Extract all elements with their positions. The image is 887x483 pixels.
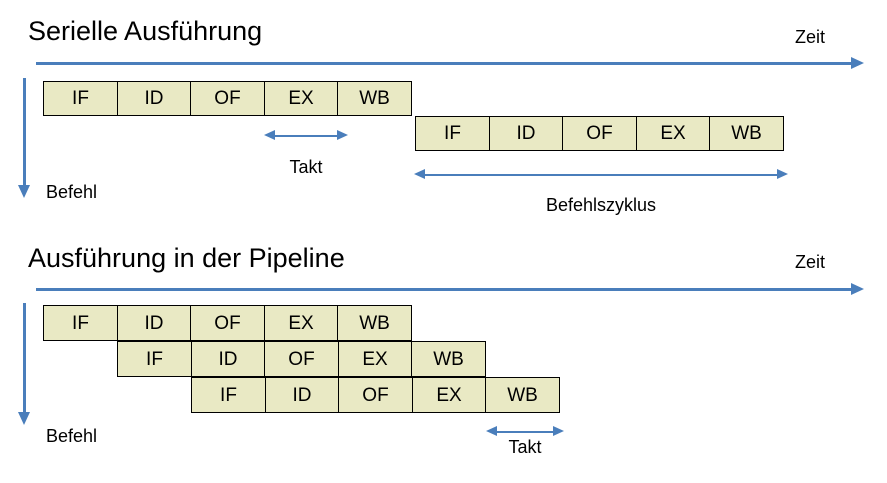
arrow-head-down-icon — [18, 185, 30, 198]
befehlszyklus-measure-arrow — [414, 169, 788, 181]
stage-row: IF ID OF EX WB — [117, 341, 486, 377]
arrow-head-right-icon — [553, 426, 564, 436]
stage-cell: WB — [485, 377, 560, 413]
stage-row: IF ID OF EX WB — [415, 116, 784, 151]
arrow-head-left-icon — [414, 169, 425, 179]
takt-label-serial: Takt — [289, 157, 323, 177]
stage-cell: EX — [263, 305, 339, 341]
stage-cell: IF — [117, 341, 192, 377]
befehlszyklus-label: Befehlszyklus — [545, 195, 657, 215]
stage-cell: OF — [190, 305, 265, 341]
stage-cell: IF — [415, 116, 490, 151]
measure-shaft — [273, 134, 339, 137]
stage-cell: WB — [411, 341, 486, 377]
instruction-axis-shaft — [23, 78, 26, 185]
stage-cell: EX — [635, 116, 711, 151]
stage-cell: EX — [411, 377, 487, 413]
instruction-axis-label-pipeline: Befehl — [46, 426, 98, 446]
panel-pipeline-heading: Ausführung in der Pipeline — [28, 243, 345, 273]
takt-measure-arrow-pipeline — [486, 426, 564, 438]
stage-cell: IF — [43, 305, 118, 341]
stage-cell: ID — [116, 81, 192, 116]
stage-cell: OF — [338, 377, 413, 413]
panel-serial-heading: Serielle Ausführung — [28, 16, 263, 46]
time-axis-shaft — [36, 62, 851, 65]
stage-cell: ID — [116, 305, 192, 341]
instruction-axis-shaft — [23, 303, 26, 412]
instruction-axis-label-serial: Befehl — [46, 182, 98, 202]
time-axis-label-pipeline: Zeit — [795, 252, 826, 272]
arrow-head-right-icon — [851, 283, 864, 295]
time-axis-pipeline — [36, 283, 864, 297]
takt-label-pipeline: Takt — [508, 437, 542, 457]
time-axis-shaft — [36, 288, 851, 291]
stage-cell: ID — [488, 116, 564, 151]
arrow-head-left-icon — [264, 130, 275, 140]
stage-cell: OF — [264, 341, 339, 377]
stage-cell: OF — [190, 81, 265, 116]
arrow-head-right-icon — [337, 130, 348, 140]
stage-cell: WB — [337, 305, 412, 341]
stage-row: IF ID OF EX WB — [43, 81, 412, 116]
instruction-axis-pipeline — [18, 303, 32, 425]
stage-row: IF ID OF EX WB — [191, 377, 560, 413]
measure-shaft — [495, 430, 555, 433]
takt-measure-arrow-serial — [264, 130, 348, 142]
time-axis-serial — [36, 57, 864, 71]
arrow-head-right-icon — [777, 169, 788, 179]
arrow-head-left-icon — [486, 426, 497, 436]
stage-cell: IF — [43, 81, 118, 116]
stage-row: IF ID OF EX WB — [43, 305, 412, 341]
stage-cell: ID — [190, 341, 266, 377]
stage-cell: EX — [263, 81, 339, 116]
stage-cell: EX — [337, 341, 413, 377]
stage-cell: WB — [709, 116, 784, 151]
stage-cell: IF — [191, 377, 266, 413]
stage-cell: OF — [562, 116, 637, 151]
stage-cell: ID — [264, 377, 340, 413]
instruction-axis-serial — [18, 78, 32, 198]
arrow-head-right-icon — [851, 57, 864, 69]
time-axis-label-serial: Zeit — [795, 27, 826, 47]
arrow-head-down-icon — [18, 412, 30, 425]
stage-cell: WB — [337, 81, 412, 116]
measure-shaft — [423, 173, 779, 176]
